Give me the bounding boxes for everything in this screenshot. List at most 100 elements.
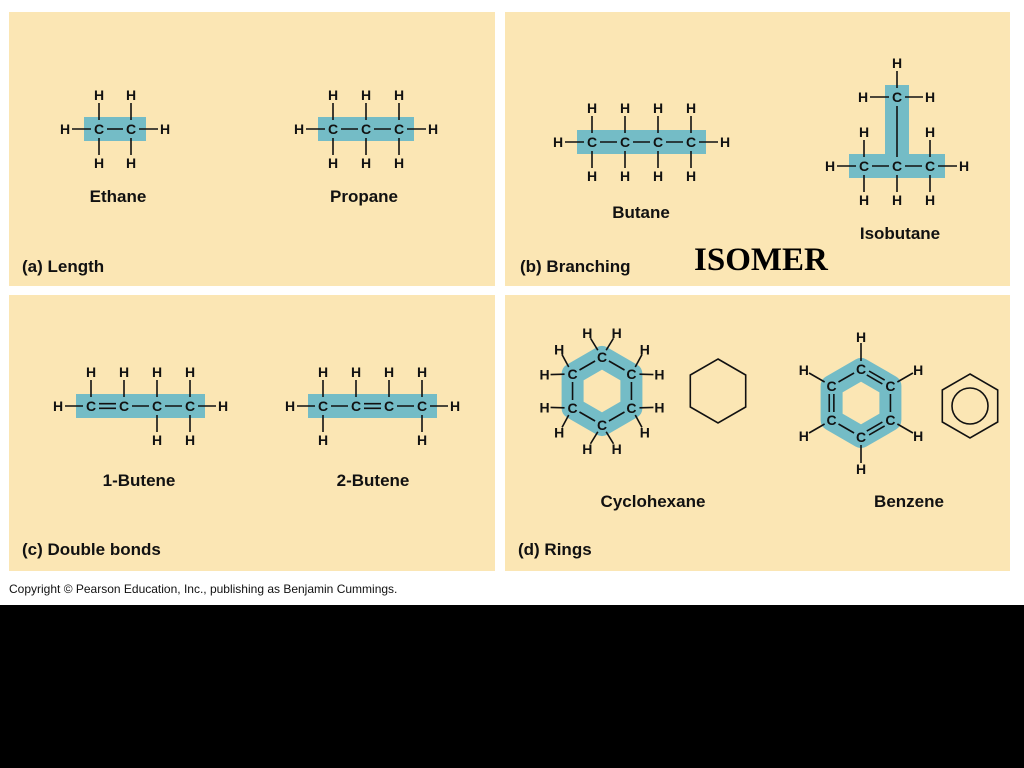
benzene-aromatic-ring-icon — [951, 387, 989, 425]
hydrogen-atom: H — [654, 367, 664, 383]
hydrogen-atom: H — [126, 155, 136, 171]
hydrogen-atom: H — [856, 329, 866, 345]
carbon-atom: C — [587, 134, 597, 150]
bond-line — [579, 360, 596, 371]
carbon-atom: C — [567, 366, 577, 382]
carbon-atom: C — [626, 366, 636, 382]
hydrogen-atom: H — [612, 441, 622, 457]
bond-line — [561, 354, 570, 368]
hydrogen-atom: H — [825, 158, 835, 174]
hydrogen-atom: H — [925, 192, 935, 208]
carbon-atom: C — [925, 158, 935, 174]
panel-rings — [505, 295, 1010, 571]
hydrogen-atom: H — [318, 432, 328, 448]
carbon-atom: C — [653, 134, 663, 150]
1-butene-label: 1-Butene — [102, 471, 176, 490]
double-bond-line — [866, 374, 883, 385]
hydrogen-atom: H — [428, 121, 438, 137]
hydrogen-atom: H — [417, 432, 427, 448]
double-bond-line — [868, 370, 886, 381]
benzene-label: Benzene — [874, 492, 944, 511]
hydrogen-atom: H — [925, 124, 935, 140]
hydrogen-atom: H — [361, 87, 371, 103]
propane-skeleton-highlight — [318, 117, 414, 141]
hydrogen-atom: H — [925, 89, 935, 105]
carbon-atom: C — [885, 378, 895, 394]
bond-line — [838, 372, 855, 383]
hydrogen-atom: H — [152, 364, 162, 380]
panel-label-double-bonds: (c) Double bonds — [22, 540, 161, 559]
hydrogen-atom: H — [285, 398, 295, 414]
hydrogen-atom: H — [913, 428, 923, 444]
carbon-atom: C — [351, 398, 361, 414]
hydrogen-atom: H — [554, 341, 564, 357]
isomer-annotation: ISOMER — [694, 242, 828, 278]
butane-label: Butane — [612, 203, 670, 222]
hydrogen-atom: H — [859, 192, 869, 208]
hydrogen-atom: H — [328, 87, 338, 103]
carbon-atom: C — [597, 349, 607, 365]
carbon-atom: C — [626, 400, 636, 416]
hydrogen-atom: H — [450, 398, 460, 414]
hydrogen-atom: H — [587, 168, 597, 184]
hydrogen-atom: H — [394, 87, 404, 103]
hydrogen-atom: H — [384, 364, 394, 380]
hydrogen-atom: H — [152, 432, 162, 448]
carbon-atom: C — [686, 134, 696, 150]
carbon-atom: C — [86, 398, 96, 414]
hydrogen-atom: H — [859, 124, 869, 140]
hydrogen-atom: H — [185, 432, 195, 448]
2-butene-label: 2-Butene — [336, 471, 410, 490]
carbon-atom: C — [859, 158, 869, 174]
isobutane-label: Isobutane — [859, 224, 941, 243]
carbon-atom: C — [119, 398, 129, 414]
hydrogen-atom: H — [612, 325, 622, 341]
hydrogen-atom: H — [394, 155, 404, 171]
bond-line — [589, 431, 599, 445]
bond-line — [896, 423, 914, 434]
hydrogen-atom: H — [640, 341, 650, 357]
hydrogen-atom: H — [86, 364, 96, 380]
hydrogen-atom: H — [53, 398, 63, 414]
2-butene-skeleton-highlight — [308, 394, 437, 418]
carbon-atom: C — [826, 412, 836, 428]
carbon-atom: C — [856, 361, 866, 377]
hydrogen-atom: H — [540, 399, 550, 415]
hydrogen-atom: H — [654, 399, 664, 415]
bond-line — [579, 411, 596, 422]
carbon-atom: C — [328, 121, 338, 137]
hydrogen-atom: H — [959, 158, 969, 174]
bond-line — [608, 411, 625, 422]
carbon-atom: C — [94, 121, 104, 137]
hydrogen-atom: H — [294, 121, 304, 137]
hydrogen-atom: H — [540, 367, 550, 383]
bond-line — [808, 372, 826, 383]
hydrogen-atom: H — [328, 155, 338, 171]
hydrogen-atom: H — [720, 134, 730, 150]
hydrogen-atom: H — [126, 87, 136, 103]
hydrogen-atom: H — [620, 168, 630, 184]
hydrogen-atom: H — [60, 121, 70, 137]
panel-label-rings: (d) Rings — [518, 540, 592, 559]
hydrogen-atom: H — [653, 100, 663, 116]
carbon-atom: C — [885, 412, 895, 428]
hydrogen-atom: H — [799, 362, 809, 378]
cyclohexane-skeleton-highlight — [561, 346, 643, 436]
panel-double-bonds — [9, 295, 495, 571]
hydrogen-atom: H — [892, 55, 902, 71]
carbon-atom: C — [567, 400, 577, 416]
cyclohexane-label: Cyclohexane — [600, 492, 706, 511]
carbon-atom: C — [152, 398, 162, 414]
propane-label: Propane — [329, 187, 399, 206]
panel-length — [9, 12, 495, 286]
bond-line — [896, 372, 914, 383]
benzene-skeleton-highlight — [820, 358, 902, 448]
carbon-atom: C — [126, 121, 136, 137]
hydrogen-atom: H — [892, 192, 902, 208]
cyclohexane-skeletal-icon — [689, 358, 747, 424]
hydrogen-atom: H — [318, 364, 328, 380]
hydrogen-atom: H — [587, 100, 597, 116]
bond-line — [605, 337, 615, 351]
benzene-skeletal-icon — [941, 373, 999, 439]
